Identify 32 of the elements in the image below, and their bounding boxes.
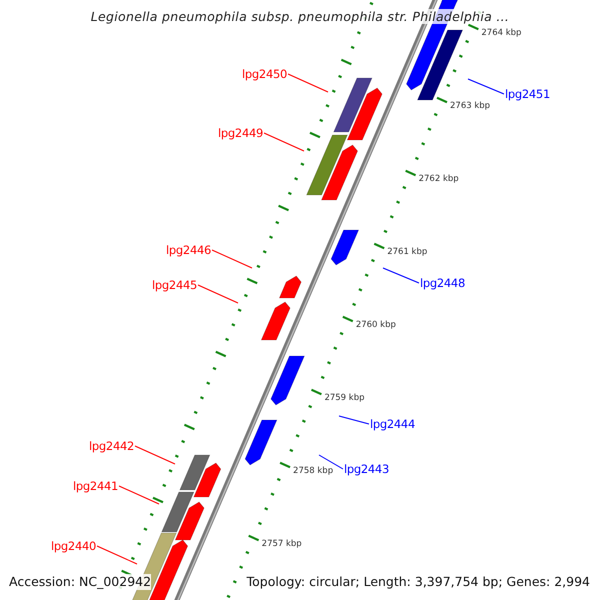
leader-line [212,250,252,268]
leader-line [134,446,176,464]
gene-label: lpg2443 [344,462,389,476]
tick-label: 2764 kbp [481,28,522,38]
tick-label: 2757 kbp [262,539,302,549]
leader-line [118,486,160,504]
tick-label: 2763 kbp [450,101,490,111]
leader-line [264,132,304,152]
tick-label: 2762 kbp [418,174,459,184]
leader-line [318,454,344,470]
gene-label: lpg2448 [420,276,465,290]
gene-label: lpg2449 [218,126,263,140]
tick-label: 2760 kbp [356,320,396,330]
gene-label: lpg2445 [152,278,197,292]
gene-label: lpg2442 [89,439,134,453]
leader-line [382,268,420,284]
gene-label: lpg2446 [166,243,211,257]
accession-text: Accession: NC_002942 [9,574,152,590]
gene-label: lpg2450 [242,67,287,81]
leader-line [96,546,138,564]
gene-label: lpg2440 [51,539,96,553]
leader-line [468,78,504,94]
gene-label: lpg2441 [73,479,118,493]
tick-label: 2759 kbp [324,393,364,403]
leader-line [338,416,370,424]
genome-info-text: Topology: circular; Length: 3,397,754 bp; Genes: 2,994 [246,574,590,590]
tick-label: 2758 kbp [293,466,334,476]
tick-label: 2761 kbp [387,247,428,257]
gene-label: lpg2444 [370,417,415,431]
leader-line [198,284,238,304]
leader-line [288,74,328,92]
gene-label: lpg2451 [505,87,550,101]
